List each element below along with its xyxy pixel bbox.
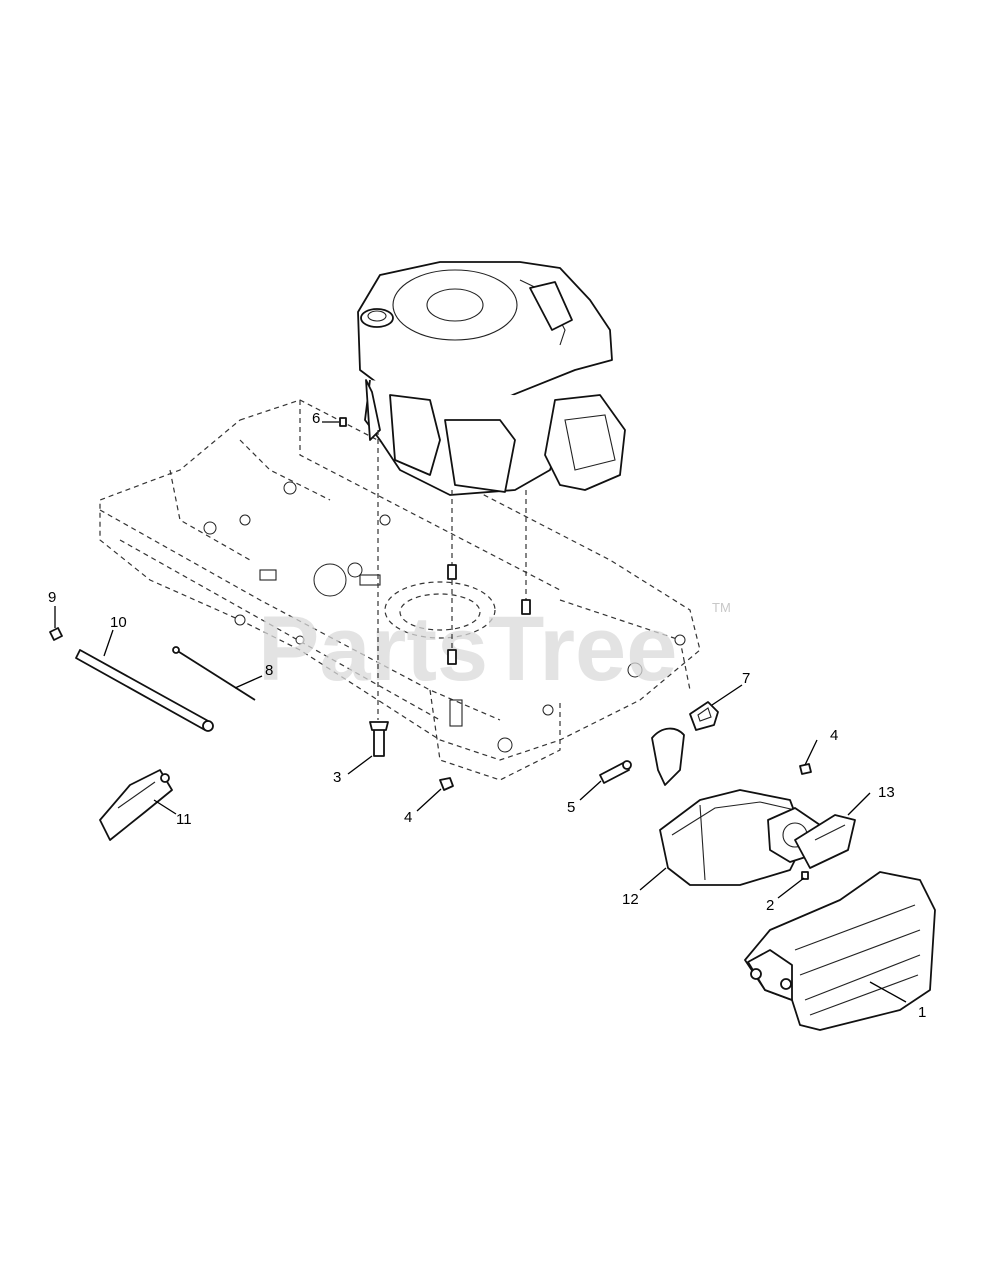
callout-11: 11 [176, 811, 192, 828]
callout-labels: 1 2 3 4 4 5 6 7 8 9 10 11 12 13 [48, 410, 926, 1021]
nut-part-4-frame [439, 777, 454, 791]
callout-10: 10 [110, 614, 127, 631]
bracket-part-11 [99, 769, 173, 841]
watermark-brand: PartsTree [258, 598, 677, 700]
nut-part-9 [49, 627, 63, 641]
nut-part-4-muffler [799, 763, 812, 775]
callout-13: 13 [878, 784, 895, 801]
rod-part-10 [75, 649, 214, 732]
callout-1: 1 [918, 1004, 926, 1021]
bolt-part-3 [369, 721, 389, 757]
callout-7: 7 [742, 670, 750, 687]
callout-4-muffler: 4 [830, 727, 838, 744]
screw-part-2 [801, 871, 809, 880]
callout-2: 2 [766, 897, 774, 914]
heat-shield-part-1 [744, 871, 936, 1031]
callout-6: 6 [312, 410, 320, 427]
rod-part-8 [172, 646, 256, 701]
callout-8: 8 [265, 662, 273, 679]
bolt-part-6 [339, 417, 347, 427]
screw-part-5 [599, 760, 632, 784]
muffler-part-12 [651, 727, 821, 886]
callout-9: 9 [48, 589, 56, 606]
callout-4-frame: 4 [404, 809, 412, 826]
callout-5: 5 [567, 799, 575, 816]
leader-lines [54, 421, 907, 1003]
engine [357, 261, 626, 720]
partstree-watermark: PartsTree TM [258, 598, 731, 700]
callout-3: 3 [333, 769, 341, 786]
gasket-part-7 [689, 701, 719, 731]
callout-12: 12 [622, 891, 639, 908]
tractor-frame [99, 399, 701, 781]
deflector-part-13 [794, 814, 856, 869]
watermark-trademark: TM [712, 600, 731, 615]
